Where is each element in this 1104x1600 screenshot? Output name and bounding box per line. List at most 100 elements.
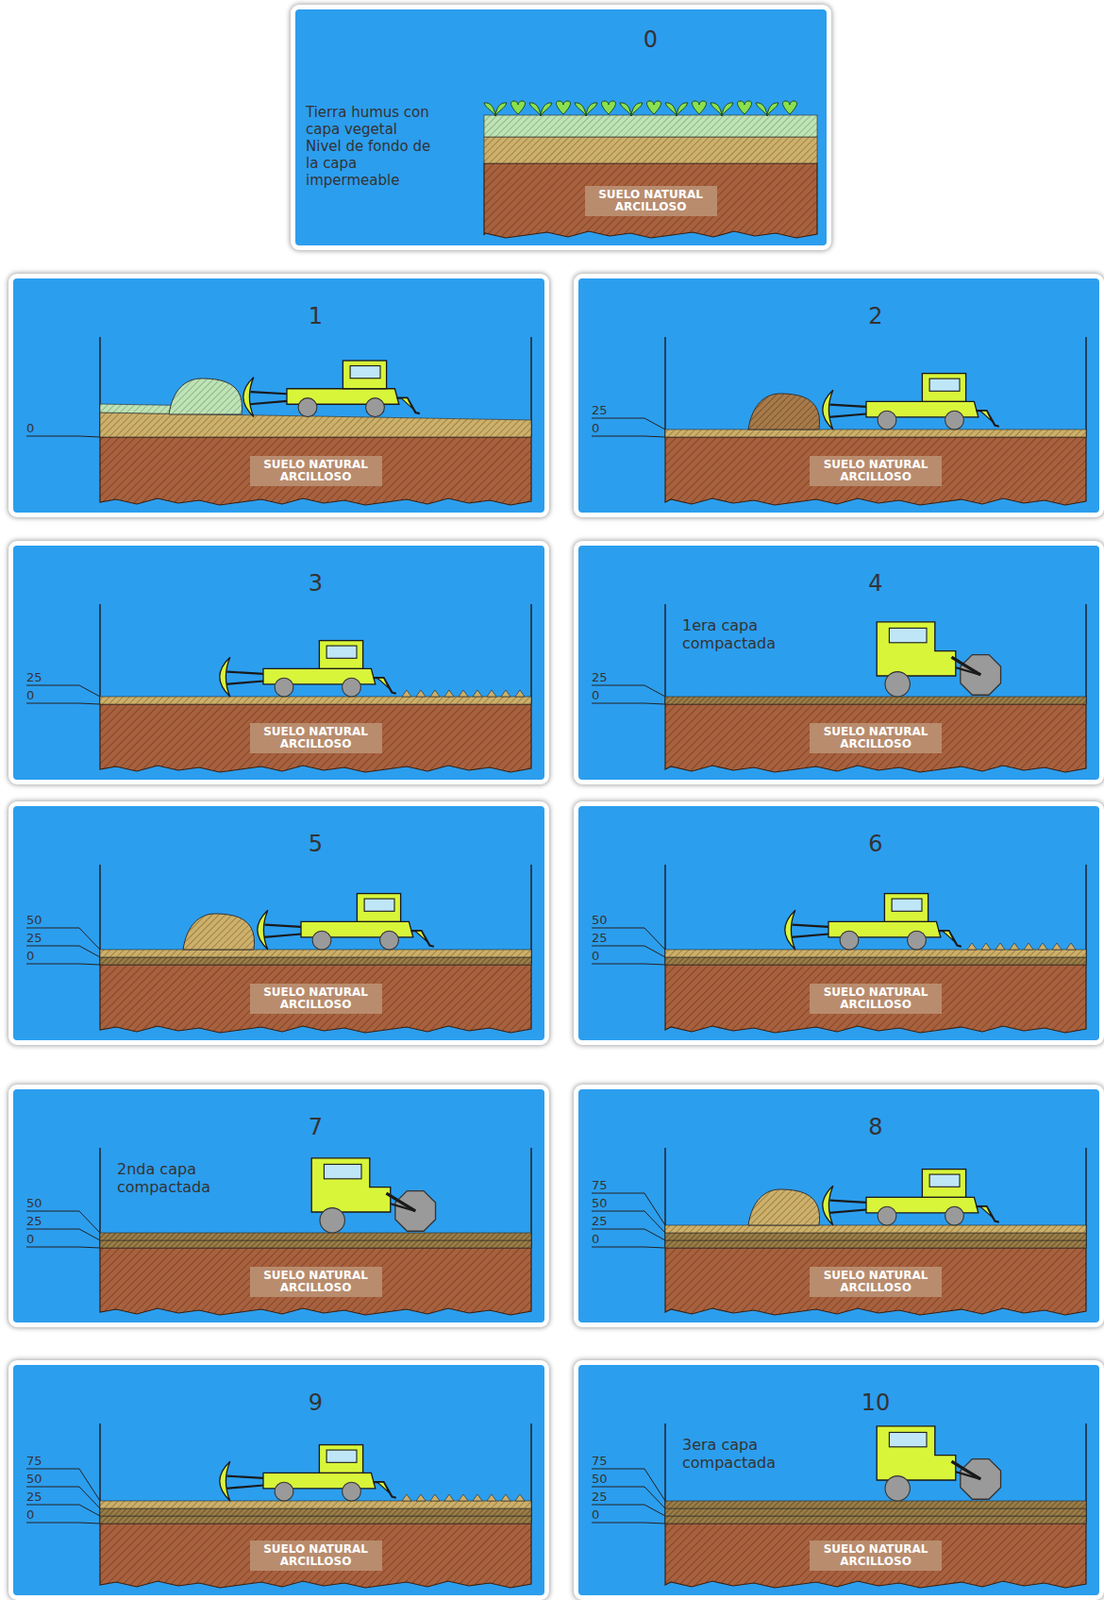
step-panel: 502506SUELO NATURAL ARCILLOSO xyxy=(573,801,1104,1045)
plant xyxy=(755,102,779,117)
leaf xyxy=(665,102,677,117)
ripper xyxy=(373,677,397,694)
dozer-window xyxy=(326,1449,357,1462)
soil-label-box: SUELO NATURAL ARCILLOSO xyxy=(250,983,383,1014)
soil-label: SUELO NATURAL ARCILLOSO xyxy=(817,1542,935,1568)
blade xyxy=(785,909,796,950)
natural-soil xyxy=(100,1247,532,1315)
plant xyxy=(529,102,552,117)
soil-layer xyxy=(484,136,818,164)
step-panel: 25041era capa compactadaSUELO NATURAL AR… xyxy=(573,540,1104,785)
step-number: 6 xyxy=(828,830,923,857)
level-leader-line xyxy=(26,1228,101,1240)
roller-compactor xyxy=(876,621,1001,697)
leader-lines xyxy=(26,685,101,704)
loose-material xyxy=(515,689,525,697)
level-leader-line xyxy=(26,1246,101,1248)
step-panel: 5025072nda capa compactadaSUELO NATURAL … xyxy=(8,1084,550,1327)
illustration xyxy=(665,1422,1087,1588)
leader-lines xyxy=(591,685,666,704)
loose-material xyxy=(501,689,511,697)
illustration xyxy=(665,603,1087,772)
leader-lines xyxy=(591,1468,666,1523)
wheel xyxy=(877,410,897,430)
trench-wall xyxy=(664,603,667,704)
bulldozer xyxy=(822,1169,1000,1225)
soil-layer xyxy=(100,949,532,957)
elevation-label: 0 xyxy=(591,420,600,435)
wheel xyxy=(312,930,332,950)
bulldozer xyxy=(822,373,1000,430)
step-panel: 7550250103era capa compactadaSUELO NATUR… xyxy=(573,1359,1104,1600)
step-note: 3era capa compactada xyxy=(682,1435,810,1472)
step-number: 9 xyxy=(268,1388,364,1416)
elevation-label: 25 xyxy=(591,930,608,945)
wheel xyxy=(885,1475,910,1501)
elevation-label: 0 xyxy=(591,948,600,963)
leader-lines xyxy=(591,927,666,965)
soil-label-box: SUELO NATURAL ARCILLOSO xyxy=(585,185,718,217)
plant xyxy=(619,102,643,117)
step-panel: 01SUELO NATURAL ARCILLOSO xyxy=(8,273,550,518)
illustration xyxy=(484,100,818,238)
illustration xyxy=(100,603,532,772)
step-number: 8 xyxy=(828,1113,923,1140)
plant xyxy=(647,100,662,115)
soil-label-box: SUELO NATURAL ARCILLOSO xyxy=(809,722,942,753)
natural-soil xyxy=(100,964,532,1033)
elevation-label: 25 xyxy=(26,669,43,685)
elevation-label: 0 xyxy=(591,1506,600,1522)
wheel xyxy=(342,1481,362,1501)
elevation-label: 0 xyxy=(26,948,34,963)
soil-label: SUELO NATURAL ARCILLOSO xyxy=(817,725,935,751)
material-pile xyxy=(748,393,820,430)
leaf xyxy=(631,102,643,117)
elevation-label: 50 xyxy=(26,1195,43,1210)
roller-body xyxy=(311,1157,391,1212)
loose-material xyxy=(416,689,426,697)
roller-arm xyxy=(390,1203,416,1211)
ripper xyxy=(942,930,954,941)
step-panel: 0Tierra humus con capa vegetalNivel de f… xyxy=(290,4,832,251)
elevation-label: 50 xyxy=(26,912,43,927)
bulldozer xyxy=(243,360,420,417)
level-leader-line xyxy=(591,702,666,704)
material-pile xyxy=(168,378,243,415)
level-leader-line xyxy=(26,927,101,950)
soil-label: SUELO NATURAL ARCILLOSO xyxy=(257,1542,375,1568)
level-leader-line xyxy=(591,1486,666,1508)
step-panel: 75502508SUELO NATURAL ARCILLOSO xyxy=(573,1084,1104,1327)
leaf xyxy=(495,102,507,117)
blade-arm xyxy=(792,924,830,927)
dozer-window xyxy=(364,898,395,911)
loose-material xyxy=(995,942,1005,950)
wheel xyxy=(274,1481,294,1501)
step-panel: 75502509SUELO NATURAL ARCILLOSO xyxy=(8,1359,550,1600)
blade-arm xyxy=(225,1485,264,1489)
elevation-label: 75 xyxy=(591,1177,608,1192)
plant xyxy=(574,102,598,117)
loose-material xyxy=(472,689,483,697)
soil-layer xyxy=(665,1507,1087,1516)
blade-arm xyxy=(249,401,287,404)
soil-layer xyxy=(665,429,1087,437)
soil-layer xyxy=(665,1239,1087,1248)
roller-body xyxy=(876,621,956,676)
level-leader-line xyxy=(591,1228,666,1240)
leaf xyxy=(710,102,722,117)
loose-material xyxy=(981,942,991,950)
blade xyxy=(219,656,231,697)
level-leader-line xyxy=(591,945,666,957)
step-panel: 2502SUELO NATURAL ARCILLOSO xyxy=(573,273,1104,518)
blade xyxy=(243,377,254,418)
leaf xyxy=(484,102,496,117)
soil-label-box: SUELO NATURAL ARCILLOSO xyxy=(250,1266,383,1297)
elevation-label: 0 xyxy=(26,420,34,435)
ripper xyxy=(415,930,427,941)
elevation-label: 25 xyxy=(591,1488,608,1504)
leader-lines xyxy=(26,1468,101,1523)
blade-arm xyxy=(828,1209,867,1213)
level-leader-line xyxy=(591,418,666,430)
roller-arm xyxy=(385,1192,416,1211)
